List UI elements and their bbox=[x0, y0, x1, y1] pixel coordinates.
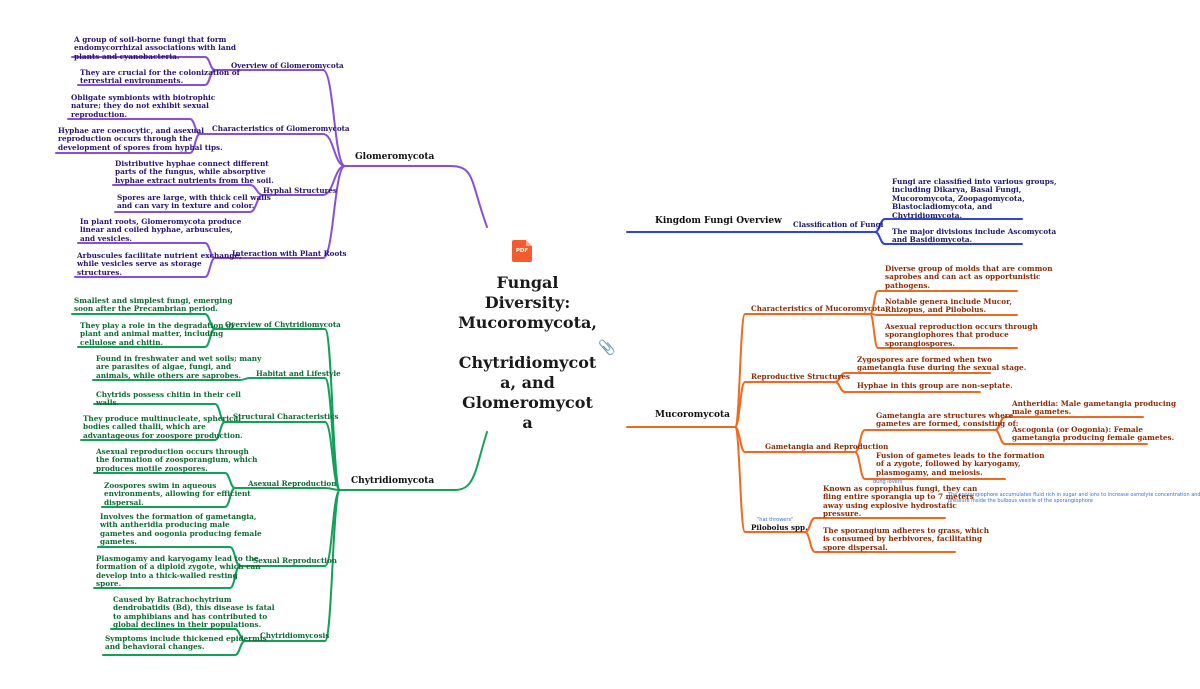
pilobolus-note: "hat throwers" bbox=[757, 517, 794, 523]
sporangiophore-note: The sporangiophore accumulates fluid ric… bbox=[948, 492, 1200, 504]
attachment-icon[interactable]: 📎 bbox=[598, 340, 616, 356]
mucoro-leaf-connector bbox=[834, 381, 981, 393]
chytrid-leaf-connector bbox=[93, 403, 226, 423]
chytrid-habitat-label[interactable]: Habitat and Lifestyle bbox=[256, 369, 341, 378]
glomero-sub-connector bbox=[214, 165, 346, 259]
mucoro-gametangia-label[interactable]: Gametangia and Reproduction bbox=[765, 442, 889, 451]
mucoro-sub-connector bbox=[734, 313, 871, 428]
dung-lovers-note: dung lovers bbox=[873, 479, 903, 485]
mucoro-char-item[interactable]: Notable genera include Mucor,Rhizopus, a… bbox=[885, 297, 1012, 315]
center-line: Fungal bbox=[496, 273, 559, 292]
kingdom-classification-item[interactable]: Fungi are classified into various groups… bbox=[892, 177, 1057, 220]
mucoro-leaf-connector bbox=[854, 451, 1006, 480]
glomero-sub-connector bbox=[199, 133, 346, 167]
branch-chytridiomycota[interactable]: Chytridiomycota bbox=[351, 476, 435, 486]
chytrid-leaf-connector bbox=[77, 328, 216, 348]
chytrid-structural-label[interactable]: Structural Characteristics bbox=[233, 412, 339, 421]
glomero-interaction-item[interactable]: Arbuscules facilitate nutrient exchange,… bbox=[77, 251, 242, 277]
chytrid-chytridiomycosis-label[interactable]: Chytridiomycosis bbox=[260, 631, 330, 640]
chytrid-overview-label[interactable]: Overview of Chytridiomycota bbox=[225, 320, 341, 329]
glomero-leaf-connector bbox=[114, 194, 264, 213]
chytrid-sub-connector bbox=[249, 377, 341, 491]
chytrid-sub-connector bbox=[234, 487, 341, 491]
chytrid-sub-connector bbox=[224, 421, 341, 491]
chytrid-leaf-connector bbox=[80, 421, 226, 441]
chytrid-leaf-connector bbox=[92, 377, 251, 381]
glomero-characteristics-label[interactable]: Characteristics of Glomeromycota bbox=[212, 124, 350, 133]
central-topic[interactable]: Fungal Diversity: Mucoromycota, Chytridi… bbox=[455, 273, 600, 433]
glomero-overview-item[interactable]: They are crucial for the colonization of… bbox=[80, 68, 240, 86]
center-line: a, and bbox=[500, 373, 555, 392]
chytrid-asexual-label[interactable]: Asexual Reproduction bbox=[248, 479, 337, 488]
glomero-main-connector bbox=[344, 165, 488, 228]
branch-glomeromycota[interactable]: Glomeromycota bbox=[355, 152, 435, 162]
pdf-icon[interactable]: PDF bbox=[512, 240, 532, 262]
branch-mucoromycota[interactable]: Mucoromycota bbox=[655, 410, 730, 420]
chytrid-sexual-item[interactable]: Involves the formation of gametangia,wit… bbox=[100, 512, 262, 547]
glomero-leaf-connector bbox=[77, 69, 216, 86]
chytrid-leaf-connector bbox=[102, 640, 246, 656]
glomero-hyphal-label[interactable]: Hyphal Structures bbox=[263, 186, 337, 195]
mucoro-sub-connector bbox=[734, 381, 836, 428]
glomero-overview-label[interactable]: Overview of Glomeromycota bbox=[231, 61, 344, 70]
glomero-leaf-connector bbox=[55, 133, 201, 154]
chytrid-sexual-label[interactable]: Sexual Reproduction bbox=[253, 556, 338, 565]
chytrid-leaf-connector bbox=[97, 546, 241, 567]
chytrid-leaf-connector bbox=[101, 487, 236, 508]
center-line: a bbox=[522, 413, 533, 432]
mucoro-characteristics-label[interactable]: Characteristics of Mucoromycota bbox=[751, 304, 886, 313]
center-line: Chytridiomycot bbox=[458, 353, 597, 372]
chytrid-leaf-connector bbox=[93, 565, 241, 589]
kingdom-leaf-connector bbox=[874, 231, 1023, 245]
center-line: Diversity: bbox=[484, 293, 571, 312]
glomero-sub-connector bbox=[214, 69, 346, 167]
mucoro-pilobolus-label[interactable]: Pilobolus spp. bbox=[751, 523, 808, 532]
chytrid-main-connector bbox=[339, 431, 488, 491]
kingdom-classification-label[interactable]: Classification of Fungi bbox=[793, 220, 884, 229]
center-gap bbox=[455, 333, 600, 353]
mucoro-reproductive-label[interactable]: Reproductive Structures bbox=[751, 372, 850, 381]
center-line: Glomeromycot bbox=[462, 393, 593, 412]
chytrid-sub-connector bbox=[244, 489, 341, 642]
mucoro-leaf-connector bbox=[804, 531, 956, 553]
mucoro-gametangia-item[interactable]: Fusion of gametes leads to the formation… bbox=[876, 451, 1045, 477]
glomero-leaf-connector bbox=[74, 257, 216, 278]
mucoro-sub-connector bbox=[734, 426, 806, 533]
mucoro-leaf-connector bbox=[994, 429, 1148, 445]
center-line: Mucoromycota, bbox=[458, 313, 597, 332]
mucoro-repro-item[interactable]: Hyphae in this group are non-septate. bbox=[857, 381, 1013, 390]
glomero-interaction-label[interactable]: Interaction with Plant Roots bbox=[232, 249, 347, 258]
mucoro-leaf-connector bbox=[854, 429, 996, 453]
mucoro-leaf-connector bbox=[869, 313, 1018, 349]
branch-kingdom-fungi[interactable]: Kingdom Fungi Overview bbox=[655, 216, 782, 226]
